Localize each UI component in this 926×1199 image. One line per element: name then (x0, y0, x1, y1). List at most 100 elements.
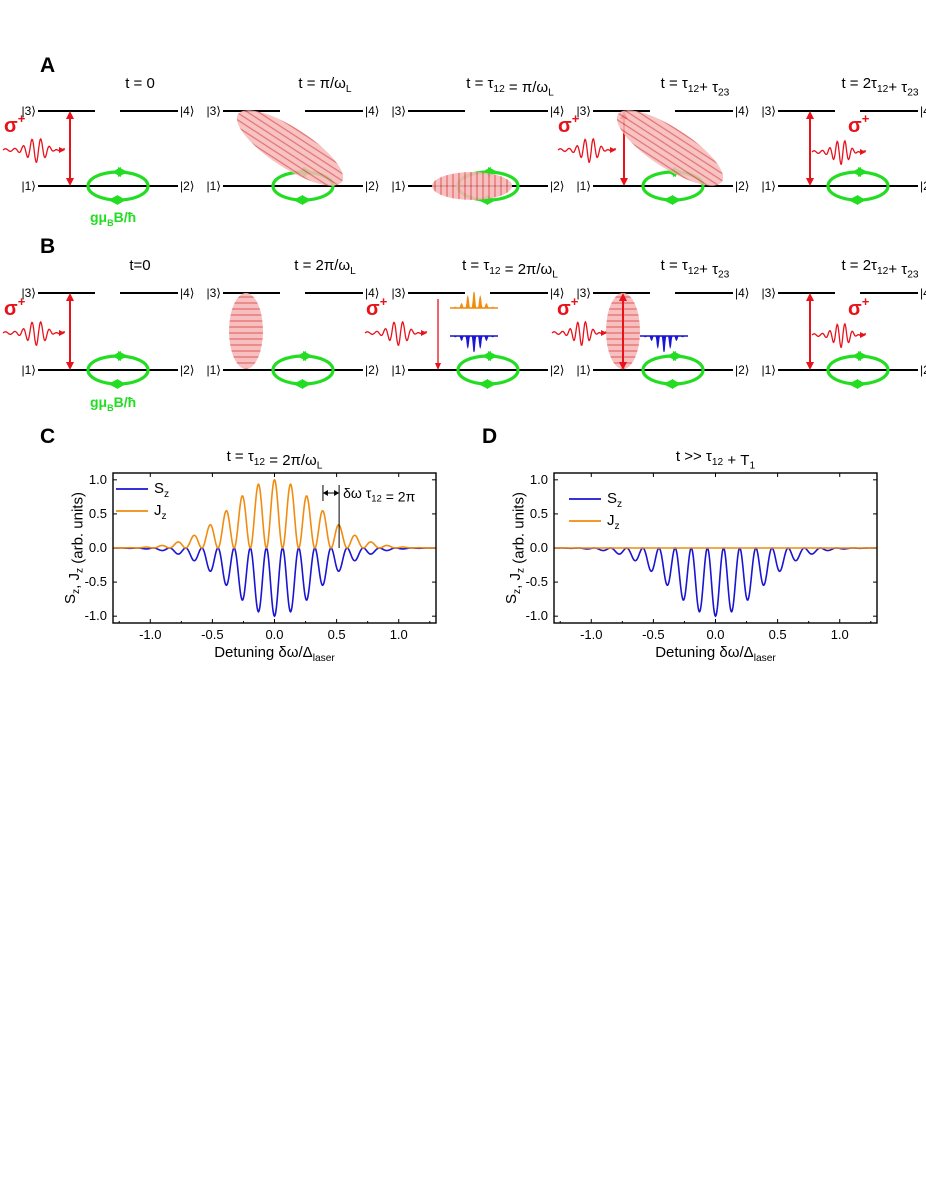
level-3-label: |3⟩ (577, 104, 591, 118)
optical-transition-arrow-head-top (619, 293, 627, 301)
level-1-label: |1⟩ (762, 179, 776, 193)
level-1-label: |1⟩ (577, 363, 591, 377)
laser-pulse (2, 137, 66, 163)
y-tick-label: 0.0 (530, 540, 548, 555)
subscript: L (317, 461, 323, 472)
wave-arrow-head (421, 330, 427, 336)
sigma-symbol: σ (848, 298, 862, 320)
rowB-title-2: t = τ12 = 2π/ωL (462, 257, 558, 281)
cycle-arrow-top-fwd (303, 351, 313, 361)
level-2-label: |2⟩ (920, 179, 926, 193)
panel-label-B: B (40, 235, 55, 258)
subscript: 12 (688, 84, 700, 95)
sigma-plus: + (572, 111, 580, 126)
subscript: 23 (907, 88, 919, 99)
cycle-arrow-bottom-rev (108, 195, 118, 205)
subscript: z (617, 499, 622, 510)
level-1-label: |1⟩ (22, 179, 36, 193)
optical-transition-arrow-head-top (66, 111, 74, 119)
level-4-label: |4⟩ (735, 104, 749, 118)
level-3-label: |3⟩ (22, 286, 36, 300)
level-4-label: |4⟩ (180, 104, 194, 118)
cycle-arrow-bottom (117, 195, 126, 205)
chart-title: t = τ12 = 2π/ωL (227, 448, 323, 472)
level-4-label: |4⟩ (735, 286, 749, 300)
wave-arrow-head (59, 147, 65, 153)
subscript: z (162, 511, 167, 522)
x-tick-label: 0.0 (706, 627, 724, 642)
rowB-title-3: t = τ12+ τ23 (661, 257, 730, 281)
wave-packet-curve (551, 320, 608, 346)
text-run: S (154, 480, 164, 497)
y-tick-label: -1.0 (526, 608, 548, 623)
plot-frame (553, 472, 878, 624)
rowA-title-3: t = τ12+ τ23 (661, 75, 730, 99)
level-1-label: |1⟩ (207, 363, 221, 377)
legend-label: Sz (607, 490, 622, 510)
subscript: L (346, 84, 352, 95)
sigma-plus-label: σ+ (4, 111, 26, 137)
text-run: t=0 (129, 257, 150, 274)
text-run: S (62, 594, 79, 604)
x-tick-label: -0.5 (201, 627, 223, 642)
cycle-arrow-top-fwd (488, 351, 498, 361)
sigma-symbol: σ (558, 115, 572, 137)
wave-arrow-head (601, 330, 607, 336)
x-tick-label: 0.0 (265, 627, 283, 642)
level-2-label: |2⟩ (550, 363, 564, 377)
text-run: + τ (699, 79, 718, 96)
text-run: t = τ (462, 257, 489, 274)
rowA-title-4: t = 2τ12+ τ23 (841, 75, 918, 99)
wave-packet-curve (811, 322, 867, 348)
subscript: z (71, 589, 82, 594)
subscript: 12 (712, 457, 724, 468)
optical-transition-arrow-head-top (66, 293, 74, 301)
subscript: 12 (877, 84, 889, 95)
cycle-arrow-bottom-rev (293, 379, 303, 389)
coherence-ellipse-diag (616, 110, 724, 186)
rowA-cell-0: t = 0|3⟩|4⟩|1⟩|2⟩ (22, 75, 194, 205)
level-3-label: |3⟩ (392, 286, 406, 300)
subscript: 12 (371, 494, 382, 505)
zeeman-label: gμBB/ħ (90, 209, 136, 228)
cycle-arrow-bottom-rev (663, 195, 673, 205)
sigma-plus-label: σ+ (4, 294, 26, 320)
subscript: 12 (688, 266, 700, 277)
subscript: z (516, 568, 527, 573)
y-tick-label: -1.0 (85, 608, 107, 623)
wave-packet-curve (2, 137, 66, 163)
level-4-label: |4⟩ (365, 104, 379, 118)
y-tick-label: 1.0 (530, 472, 548, 487)
zeeman-rest: B/ħ (114, 394, 137, 410)
text-run: S (607, 490, 617, 507)
zeeman-cycle (641, 351, 705, 389)
sigma-symbol: σ (4, 115, 18, 137)
level-1-label: |1⟩ (392, 179, 406, 193)
wave-arrow-head (610, 147, 616, 153)
rowB-cell-3: t = τ12+ τ23|3⟩|4⟩|1⟩|2⟩ (577, 257, 749, 389)
sigma-plus: + (380, 294, 388, 309)
level-2-label: |2⟩ (920, 363, 926, 377)
text-run: = 2π (382, 489, 416, 505)
sigma-symbol: σ (4, 298, 18, 320)
text-run: + τ (888, 261, 907, 278)
subscript: 1 (749, 461, 755, 472)
annotation-arrow-right (334, 490, 340, 496)
rowB-title-1: t = 2π/ωL (294, 257, 356, 277)
text-run: (arb. units) (511, 492, 528, 568)
rowA-cell-4: t = 2τ12+ τ23|3⟩|4⟩|1⟩|2⟩ (762, 75, 926, 205)
panel-label-D: D (482, 425, 497, 448)
optical-transition-arrow-head-bottom (620, 178, 628, 186)
wave-arrow-head (59, 330, 65, 336)
text-run: t = 2π/ω (294, 257, 350, 274)
wave-packet-curve (811, 139, 867, 165)
optical-transition-arrow-head-bottom (619, 362, 627, 370)
zeeman-sub: B (107, 218, 114, 228)
subscript: z (615, 521, 620, 532)
level-3-label: |3⟩ (762, 286, 776, 300)
rowA-title-1: t = π/ωL (298, 75, 352, 95)
cycle-arrow-top-fwd (118, 167, 128, 177)
rowB-title-4: t = 2τ12+ τ23 (841, 257, 918, 281)
